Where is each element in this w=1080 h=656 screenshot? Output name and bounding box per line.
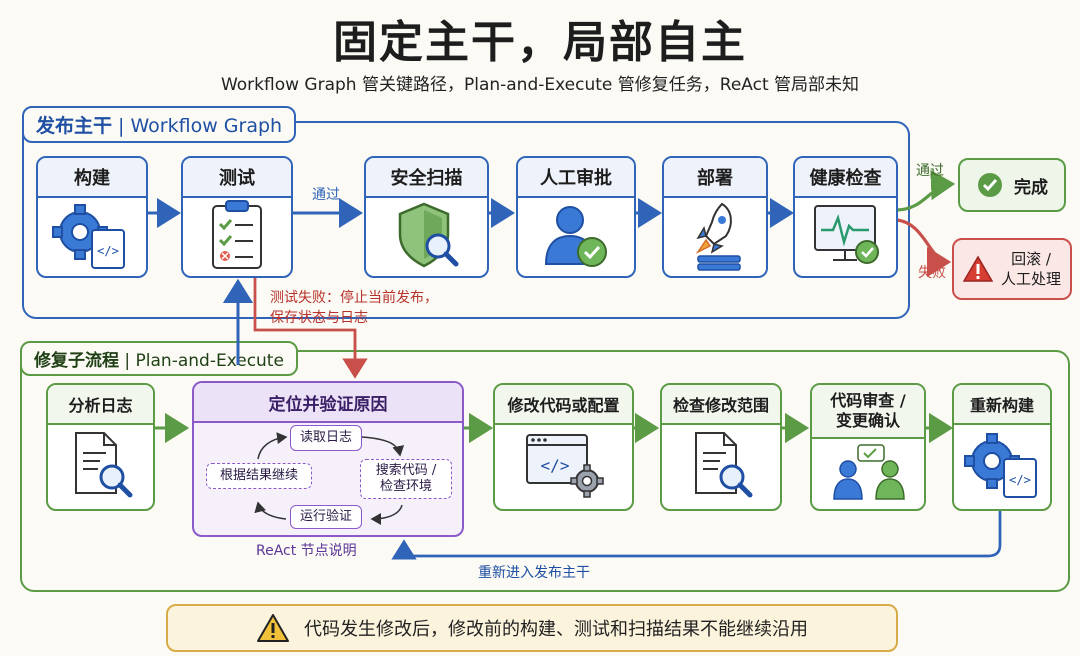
step-analyze-logs: 分析日志 (46, 383, 155, 511)
gear-code-icon: </> (52, 204, 125, 269)
warning-note: 代码发生修改后，修改前的构建、测试和扫描结果不能继续沿用 (166, 604, 898, 652)
svg-text:</>: </> (1009, 473, 1031, 487)
step-modify-code: 修改代码或配置 </> (493, 383, 634, 511)
repair-section-label: 修复子流程 | Plan-and-Execute (20, 341, 298, 376)
fail-label-health: 失败 (918, 265, 946, 281)
rocket-icon (695, 202, 741, 271)
document-search-icon (75, 432, 133, 498)
step-deploy: 部署 (662, 156, 768, 278)
step-build: 构建 </> (36, 156, 148, 278)
document-search-icon (695, 432, 753, 498)
step-test: 测试 (181, 156, 293, 278)
check-circle-icon (978, 173, 1002, 197)
react-caption: ReAct 节点说明 (256, 543, 357, 559)
react-search-code: 搜索代码 / 检查环境 (360, 459, 452, 499)
gear-code-icon: </> (964, 433, 1037, 498)
pass-label-health: 通过 (916, 163, 944, 179)
step-code-review: 代码审查 / 变更确认 (810, 383, 926, 511)
pass-label-test: 通过 (312, 187, 340, 203)
monitor-health-icon (814, 205, 879, 264)
warning-icon (257, 614, 289, 642)
clipboard-checklist-icon (212, 200, 262, 269)
done-result: 完成 (958, 158, 1066, 212)
step-security-scan: 安全扫描 (364, 156, 489, 278)
reenter-label: 重新进入发布主干 (478, 565, 590, 581)
step-check-scope: 检查修改范围 (660, 383, 782, 511)
warning-icon (962, 255, 993, 282)
step-locate-verify-cause: 定位并验证原因 读取日志 搜索代码 / 检查环境 运行验证 根据结果继续 (192, 381, 464, 537)
step-health-check: 健康检查 (793, 156, 898, 278)
svg-text:</>: </> (541, 456, 570, 475)
react-run-verify: 运行验证 (290, 505, 362, 529)
rollback-result: 回滚 / 人工处理 (952, 238, 1072, 300)
step-rebuild: 重新构建 </> (952, 383, 1052, 511)
repair-section (20, 350, 1070, 592)
user-approve-icon (544, 206, 607, 267)
people-discussion-icon (833, 444, 905, 500)
page-subtitle: Workflow Graph 管关键路径，Plan-and-Execute 管修… (220, 75, 860, 95)
shield-scan-icon (398, 202, 459, 268)
react-read-logs: 读取日志 (290, 425, 362, 451)
page-title: 固定主干，局部自主 (333, 17, 747, 68)
release-section-label: 发布主干 | Workflow Graph (22, 106, 297, 143)
code-window-gear-icon: </> (526, 434, 604, 498)
react-loop-arrows (254, 432, 405, 525)
svg-text:</>: </> (97, 244, 119, 258)
react-continue: 根据结果继续 (206, 463, 312, 489)
step-manual-approval: 人工审批 (516, 156, 636, 278)
test-fail-note: 测试失败：停止当前发布， 保存状态与日志 (270, 290, 438, 326)
